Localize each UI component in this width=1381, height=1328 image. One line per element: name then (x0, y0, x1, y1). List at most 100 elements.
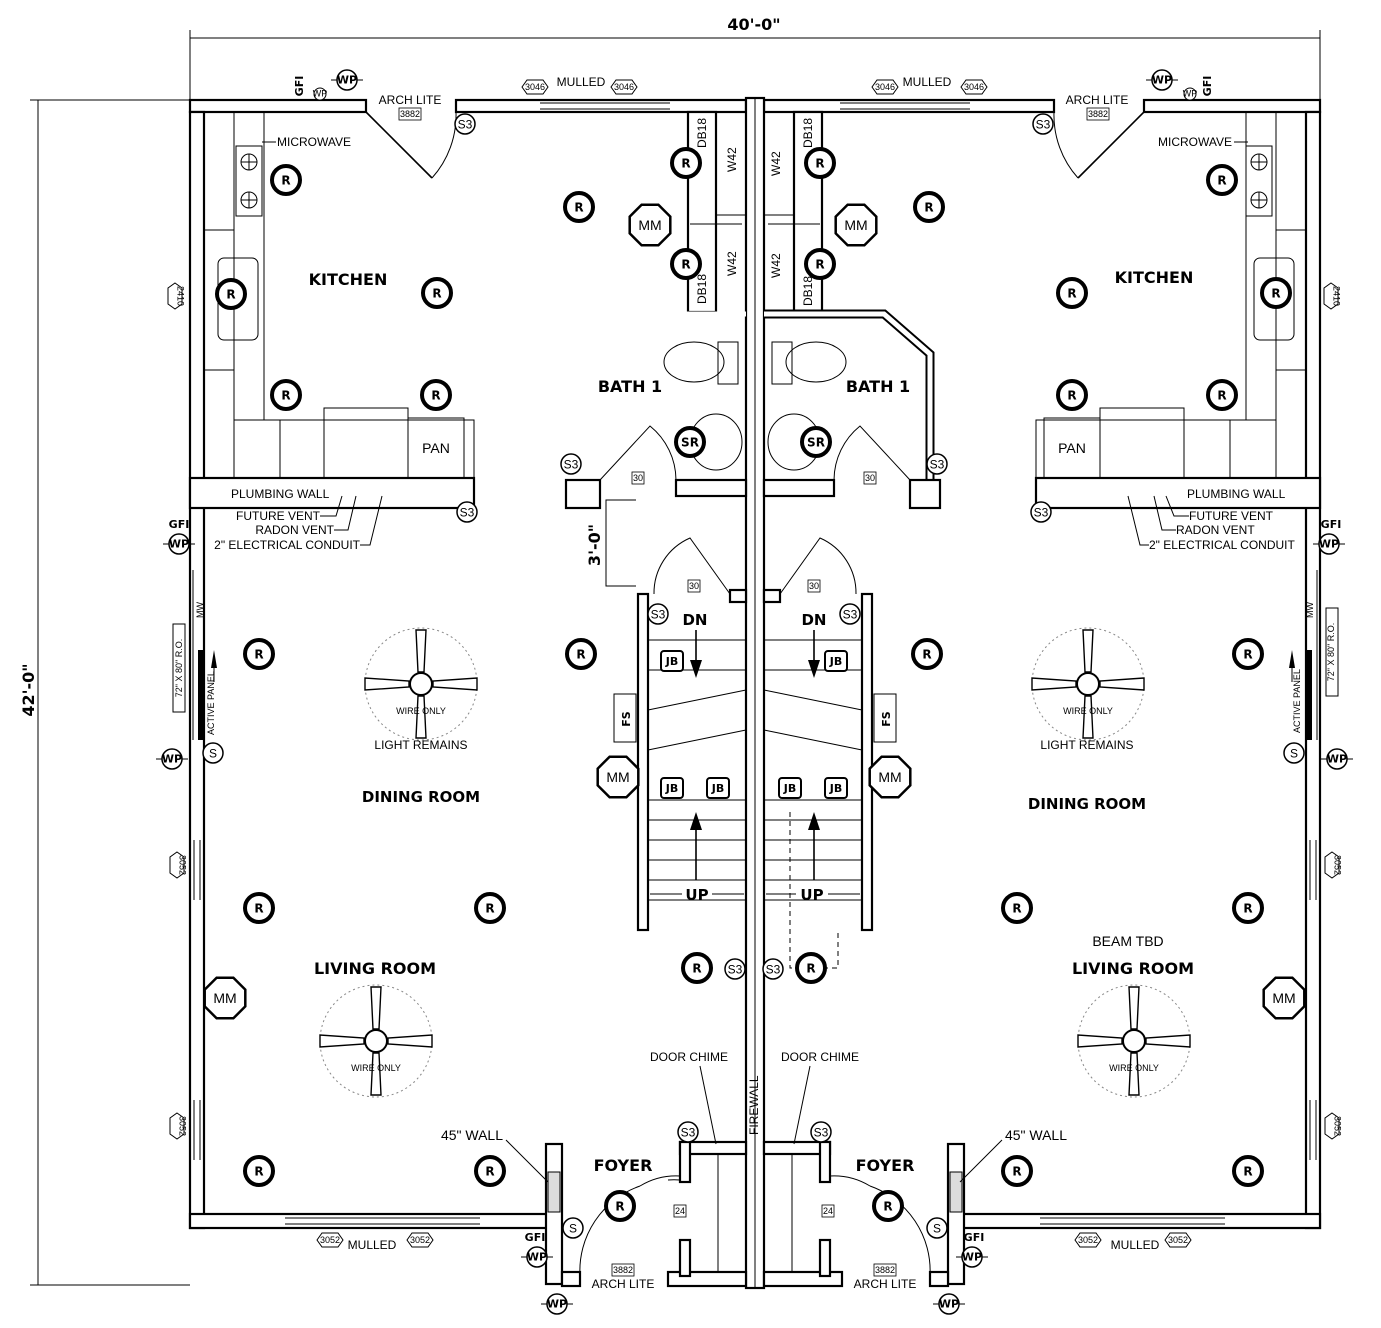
window-tag-label: 3046 (964, 82, 984, 92)
window-tag: 3046 (521, 79, 549, 95)
w42-label-3: W42 (769, 151, 783, 176)
weatherproof-outlet-label: WP (1319, 538, 1339, 551)
window-tag-label: 3046 (875, 82, 895, 92)
kitchen-label-right: KITCHEN (1115, 268, 1194, 287)
media-outlet-icon: MM (834, 203, 878, 247)
db18-label-1: DB18 (695, 118, 709, 148)
recessed-light-icon: R (1232, 1155, 1264, 1187)
window-tag-label: 3046 (525, 82, 545, 92)
three-way-switch-label: S3 (564, 458, 579, 472)
door-tag-label: 30 (865, 473, 875, 483)
fs-label-left: FS (620, 711, 633, 727)
recessed-light-label: R (254, 902, 263, 916)
media-outlet-label: MM (878, 769, 901, 785)
switch-label: S (569, 1222, 577, 1236)
smoke-receptacle-icon: SR (674, 426, 706, 458)
wire-only-label: WIRE ONLY (351, 1063, 401, 1073)
weatherproof-outlet-label: WP (313, 89, 328, 99)
recessed-light-label: R (681, 157, 690, 171)
weatherproof-outlet-label: WP (962, 1251, 982, 1264)
future-vent-label-right: FUTURE VENT (1189, 509, 1274, 523)
weatherproof-outlet-icon: WP (1313, 533, 1345, 555)
window-tag: 3052 (169, 1112, 188, 1140)
recessed-light-label: R (924, 201, 933, 215)
w42-label-1: W42 (725, 147, 739, 172)
recessed-light-label: R (254, 1165, 263, 1179)
door-tag-label: 3882 (875, 1265, 895, 1275)
dining-label-right: DINING ROOM (1028, 795, 1146, 813)
recessed-light-label: R (692, 962, 701, 976)
wall45-label-right: 45" WALL (1005, 1127, 1067, 1143)
door-tag: 30 (631, 471, 645, 485)
window-tag-label: 3052 (1333, 1116, 1343, 1136)
recessed-light-label: R (226, 288, 235, 302)
recessed-light-icon: R (681, 952, 713, 984)
smoke-receptacle-label: SR (807, 436, 825, 450)
w42-label-4: W42 (769, 253, 783, 278)
three-way-switch-label: S3 (651, 608, 666, 622)
junction-box-label: JB (711, 782, 724, 795)
weatherproof-outlet-label: WP (1183, 89, 1198, 99)
window-tag: 3046 (960, 79, 988, 95)
recessed-light-icon: R (243, 638, 275, 670)
door-tag: 3882 (611, 1263, 635, 1277)
ceiling-fans (319, 627, 1191, 1098)
mulled-label-bottom-left: MULLED (348, 1238, 397, 1252)
door-tag-label: 3882 (1088, 109, 1108, 119)
media-outlet-icon: MM (628, 203, 672, 247)
pantry-label-right: PAN (1058, 440, 1086, 456)
window-tag-label: 2410 (176, 286, 186, 306)
recessed-light-label: R (1243, 1165, 1252, 1179)
junction-box-icon: JB (824, 650, 848, 672)
media-outlet-label: MM (638, 217, 661, 233)
mulled-label-top-left: MULLED (557, 75, 606, 89)
door-tag-label: 3882 (613, 1265, 633, 1275)
dimension-width: 40'-0" (189, 15, 1321, 100)
door-tag-label: 30 (633, 473, 643, 483)
recessed-light-icon: R (270, 379, 302, 411)
switch-icon: S (1283, 742, 1305, 764)
door-tag: 3882 (873, 1263, 897, 1277)
dining-label-left: DINING ROOM (362, 788, 480, 806)
recessed-light-label: R (281, 174, 290, 188)
door-chime-label-right: DOOR CHIME (781, 1050, 859, 1064)
three-way-switch-icon: S3 (456, 501, 478, 523)
door-tag-label: 3882 (400, 109, 420, 119)
door-tag-label: 24 (675, 1206, 685, 1216)
three-way-switch-icon: S3 (762, 958, 784, 980)
window-tag: 3052 (1164, 1232, 1192, 1248)
door-tag: 3882 (1086, 107, 1110, 121)
active-panel-label-left: ACTIVE PANEL (206, 671, 216, 735)
window-tag-label: 3052 (178, 855, 188, 875)
junction-box-icon: JB (660, 650, 684, 672)
window-tag-label: 3052 (178, 1116, 188, 1136)
recessed-light-icon: R (243, 892, 275, 924)
weatherproof-outlet-label: WP (162, 753, 182, 766)
recessed-light-label: R (432, 287, 441, 301)
active-panel-label-right: ACTIVE PANEL (1292, 669, 1302, 733)
recessed-light-label: R (1217, 389, 1226, 403)
window-tag: 3052 (1324, 851, 1343, 879)
smoke-receptacle-label: SR (681, 436, 699, 450)
three-way-switch-icon: S3 (926, 453, 948, 475)
light-remains-label-right: LIGHT REMAINS (1040, 738, 1133, 752)
recessed-light-icon: R (474, 892, 506, 924)
ro-label-left: 72" X 80" R.O. (174, 639, 184, 697)
recessed-light-label: R (1067, 389, 1076, 403)
recessed-light-icon: R (215, 278, 247, 310)
three-way-switch-icon: S3 (1032, 113, 1054, 135)
door-tag: 30 (863, 471, 877, 485)
weatherproof-outlet-label: WP (337, 74, 357, 87)
three-way-switch-label: S3 (814, 1126, 829, 1140)
window-tag: 3052 (1324, 1112, 1343, 1140)
plumbing-wall-label-left: PLUMBING WALL (231, 487, 330, 501)
window-tag: 2410 (167, 282, 186, 310)
switch-label: S (1290, 747, 1298, 761)
door-tag-label: 30 (809, 581, 819, 591)
kitchen-cabinets-left (203, 111, 475, 479)
recessed-light-label: R (576, 648, 585, 662)
living-label-right: LIVING ROOM (1072, 959, 1194, 978)
w42-label-2: W42 (725, 251, 739, 276)
weatherproof-outlet-icon: WP (331, 69, 363, 91)
